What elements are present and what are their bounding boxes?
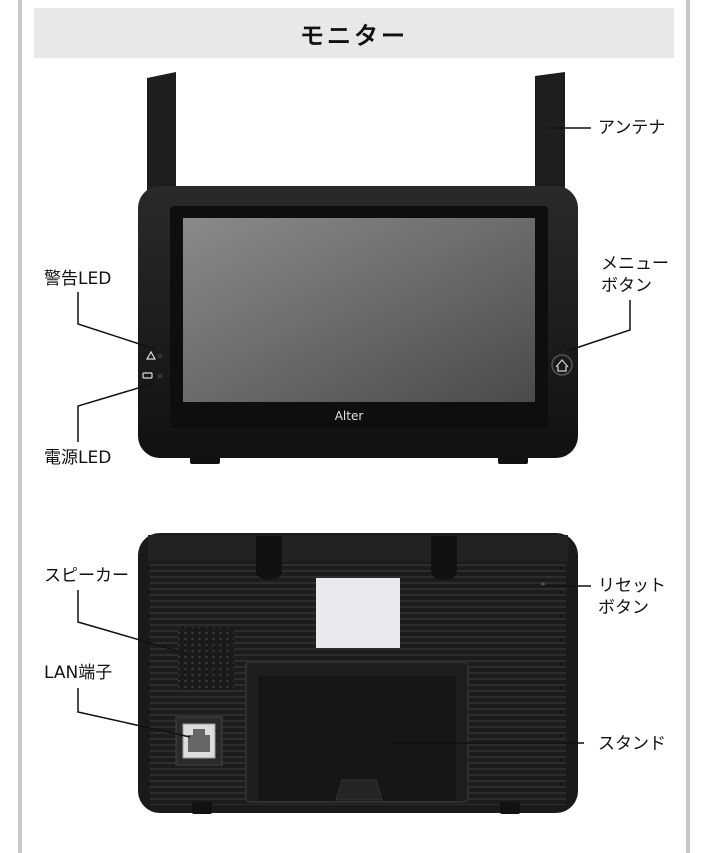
power-indicator-icon [142, 372, 153, 379]
page-title: モニター [300, 21, 408, 50]
screen [183, 218, 535, 402]
label-menu-button-line2: ボタン [601, 276, 652, 296]
label-antenna: アンテナ [598, 118, 666, 138]
monitor-front [138, 72, 578, 464]
warning-indicator-icon [145, 350, 157, 360]
rear-foot-right [500, 802, 520, 814]
leader-menu-button [566, 300, 631, 352]
leader-warning-led [77, 292, 156, 350]
title-bar: モニター [34, 8, 674, 58]
foot-left [190, 456, 220, 464]
frame-right-border [686, 0, 690, 853]
warning-led-icon [157, 353, 163, 359]
label-warning-led: 警告LED [44, 269, 112, 289]
lan-port-socket [188, 729, 210, 752]
label-lan-port: LAN端子 [44, 663, 113, 683]
rear-label-sticker [316, 578, 400, 648]
label-menu-button-line1: メニュー [601, 254, 669, 274]
rear-top-panel [148, 535, 568, 561]
power-led-icon [157, 373, 163, 379]
stand-notch [335, 779, 383, 801]
leader-power-led [77, 382, 156, 442]
rear-foot-left [192, 802, 212, 814]
hinge-left [256, 536, 282, 580]
speaker-grill [178, 627, 234, 689]
hinge-right [431, 536, 457, 580]
antenna-right [535, 72, 565, 200]
brand-logo: Alter [335, 409, 364, 423]
leader-speaker [77, 590, 189, 655]
label-stand: スタンド [598, 734, 666, 754]
label-speaker: スピーカー [44, 566, 129, 586]
reset-hole-icon [541, 582, 545, 586]
menu-button-icon [551, 354, 573, 376]
frame-left-border [18, 0, 22, 853]
antenna-left [147, 72, 176, 200]
leader-lan-port [77, 688, 191, 738]
label-reset-button-line2: ボタン [598, 598, 649, 618]
label-power-led: 電源LED [44, 448, 112, 468]
foot-right [498, 456, 528, 464]
leader-lines [77, 127, 631, 744]
label-reset-button-line1: リセット [598, 576, 666, 596]
monitor-rear [138, 533, 578, 814]
home-glyph-icon [555, 359, 569, 372]
